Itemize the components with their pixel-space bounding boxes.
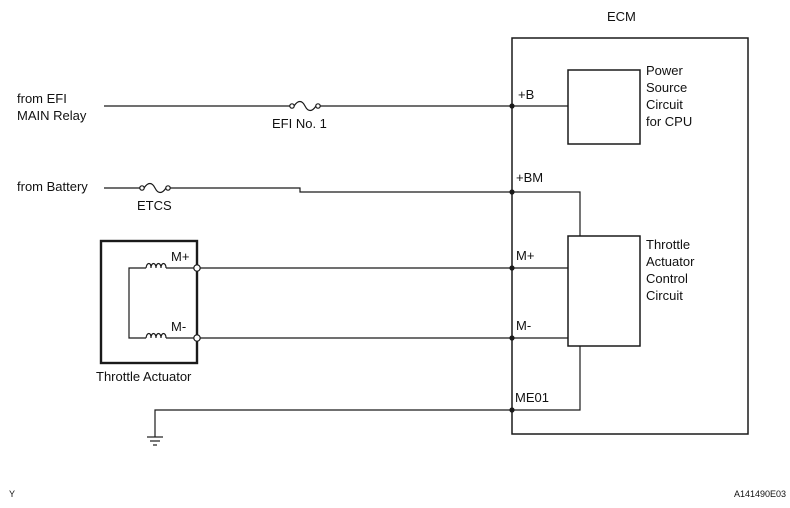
footer-left-code: Y bbox=[9, 489, 15, 499]
throttle-label-line-1: Throttle bbox=[646, 237, 690, 252]
fuse-efi-label: EFI No. 1 bbox=[272, 116, 327, 131]
throttle-control-circuit-label: Throttle Actuator Control Circuit bbox=[646, 237, 698, 303]
power-label-line-2: Source bbox=[646, 80, 687, 95]
actuator-pin-label-m-minus: M- bbox=[171, 319, 186, 334]
ecm-unit: ECM Power Source Circuit for CPU Throttl… bbox=[509, 9, 749, 435]
wire-battery-right bbox=[170, 187, 512, 193]
actuator-pin-label-m-plus: M+ bbox=[171, 249, 189, 264]
pin-label-me01: ME01 bbox=[515, 390, 549, 405]
throttle-label-line-4: Circuit bbox=[646, 288, 683, 303]
efi-relay-feed: from EFI MAIN Relay EFI No. 1 bbox=[17, 91, 512, 131]
wire-me01-to-throttle bbox=[512, 346, 581, 411]
ecm-box bbox=[511, 37, 749, 435]
footer-right-code: A141490E03 bbox=[734, 489, 786, 499]
ground-icon bbox=[147, 436, 163, 446]
throttle-label-line-2: Actuator bbox=[646, 254, 695, 269]
actuator-terminal-m-plus bbox=[193, 264, 201, 272]
battery-feed: from Battery ETCS bbox=[17, 179, 512, 213]
power-label-line-3: Circuit bbox=[646, 97, 683, 112]
power-label-line-4: for CPU bbox=[646, 114, 692, 129]
throttle-control-circuit-box bbox=[567, 235, 641, 347]
ecm-title: ECM bbox=[607, 9, 636, 24]
throttle-label-line-3: Control bbox=[646, 271, 688, 286]
efi-relay-line-2: MAIN Relay bbox=[17, 108, 87, 123]
pin-label-m-plus: M+ bbox=[516, 248, 534, 263]
fuse-etcs-label: ETCS bbox=[137, 198, 172, 213]
wire-ground bbox=[154, 409, 512, 437]
power-source-circuit-box bbox=[567, 69, 641, 145]
pin-label-bm: +BM bbox=[516, 170, 543, 185]
fuse-etcs-icon bbox=[139, 182, 171, 194]
coil-lower-icon bbox=[145, 332, 197, 339]
pin-label-m-minus: M- bbox=[516, 318, 531, 333]
efi-relay-label: from EFI MAIN Relay bbox=[17, 91, 87, 123]
actuator-internal-loop bbox=[128, 267, 146, 339]
power-label-line-1: Power bbox=[646, 63, 684, 78]
throttle-actuator-label: Throttle Actuator bbox=[96, 369, 192, 384]
actuator-terminal-m-minus bbox=[193, 334, 201, 342]
throttle-actuator-box bbox=[99, 239, 199, 365]
wire-bm-to-throttle bbox=[512, 191, 581, 236]
efi-relay-line-1: from EFI bbox=[17, 91, 67, 106]
ground-circuit bbox=[147, 409, 512, 446]
pin-label-b: +B bbox=[518, 87, 534, 102]
battery-label: from Battery bbox=[17, 179, 88, 194]
throttle-actuator: Throttle Actuator M+ M- bbox=[96, 239, 201, 384]
fuse-efi-icon bbox=[289, 100, 321, 112]
power-source-circuit-label: Power Source Circuit for CPU bbox=[646, 63, 692, 129]
coil-upper-icon bbox=[145, 262, 197, 269]
